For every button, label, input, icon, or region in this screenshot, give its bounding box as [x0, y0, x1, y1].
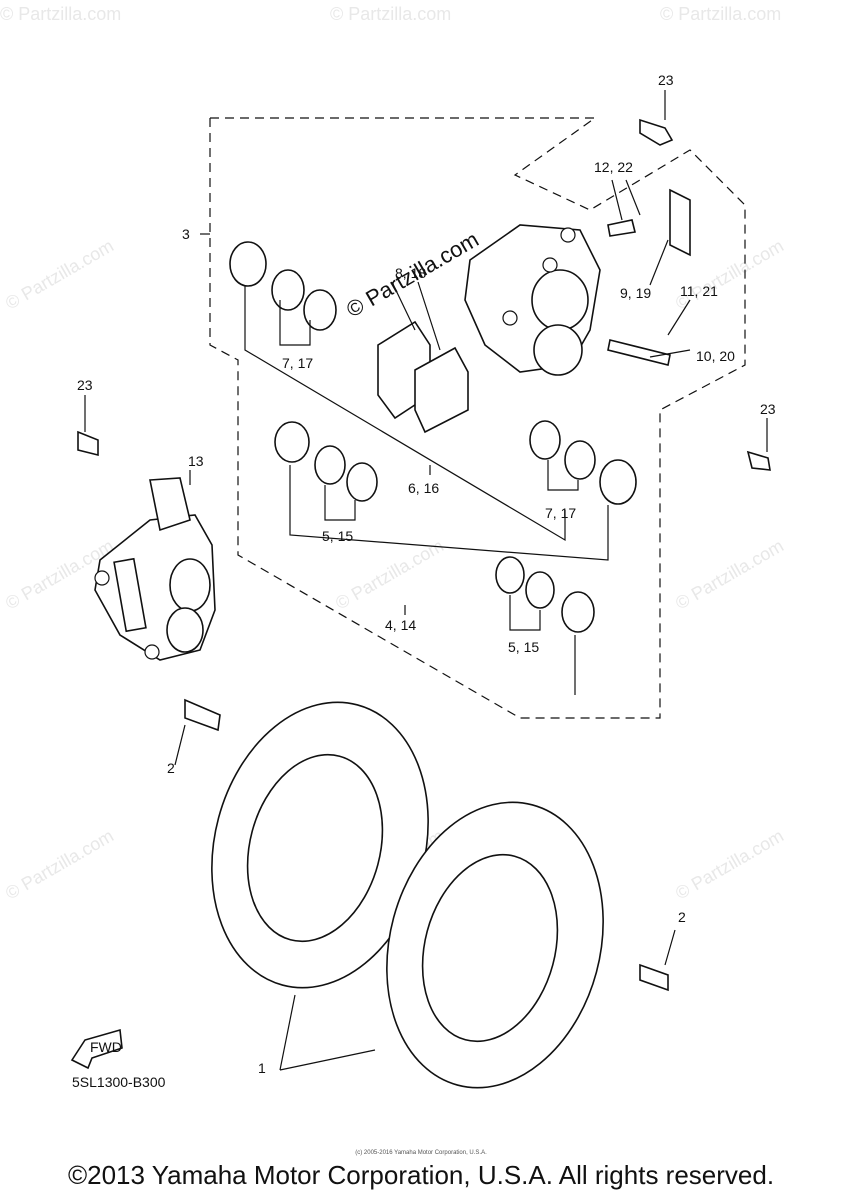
callout-7-17: 7, 17	[282, 355, 313, 371]
callout-8-18: 8, 18	[395, 265, 426, 281]
watermark-text: © Partzilla.com	[672, 535, 787, 613]
watermark-text: © Partzilla.com	[660, 4, 781, 24]
callout-1: 1	[258, 1060, 266, 1076]
fwd-label: FWD	[90, 1039, 122, 1055]
callout-4-14: 4, 14	[385, 617, 416, 633]
copyright-footer: ©2013 Yamaha Motor Corporation, U.S.A. A…	[67, 1160, 775, 1190]
watermark-text: © Partzilla.com	[2, 235, 117, 313]
watermark-text: © Partzilla.com	[2, 825, 117, 903]
callout-5-15: 5, 15	[322, 528, 353, 544]
callout-23: 23	[658, 72, 674, 88]
callout-2: 2	[167, 760, 175, 776]
fwd-arrow: FWD	[70, 1028, 123, 1070]
callout-7-17: 7, 17	[545, 505, 576, 521]
callout-23: 23	[77, 377, 93, 393]
caliper-assembly-boundary	[209, 117, 746, 719]
callout-11-21: 11, 21	[680, 283, 718, 299]
leader-lines	[84, 90, 768, 1071]
diagram-code: 5SL1300-B300	[72, 1074, 166, 1090]
callout-9-19: 9, 19	[620, 285, 651, 301]
watermark-text: © Partzilla.com	[0, 4, 121, 24]
brake-discs	[211, 701, 604, 1089]
watermark-text: © Partzilla.com	[672, 825, 787, 903]
callout-6-16: 6, 16	[408, 480, 439, 496]
callout-10-20: 10, 20	[696, 348, 735, 364]
callout-13: 13	[188, 453, 204, 469]
callout-5-15: 5, 15	[508, 639, 539, 655]
callouts: 1 2 2 3 4, 14 5, 15 5, 15 6, 16 7, 17 7,…	[77, 72, 776, 1076]
watermark-text: © Partzilla.com	[330, 4, 451, 24]
small-copyright: (c) 2005-2016 Yamaha Motor Corporation, …	[355, 1150, 487, 1156]
brake-pads	[377, 320, 469, 434]
watermark-text: © Partzilla.com	[332, 535, 447, 613]
callout-2: 2	[678, 909, 686, 925]
callout-3: 3	[182, 226, 190, 242]
bolts	[77, 118, 771, 992]
pistons-and-seals	[229, 241, 637, 633]
caliper-right	[464, 224, 601, 376]
caliper-left	[94, 477, 216, 661]
callout-12-22: 12, 22	[594, 159, 633, 175]
callout-23: 23	[760, 401, 776, 417]
